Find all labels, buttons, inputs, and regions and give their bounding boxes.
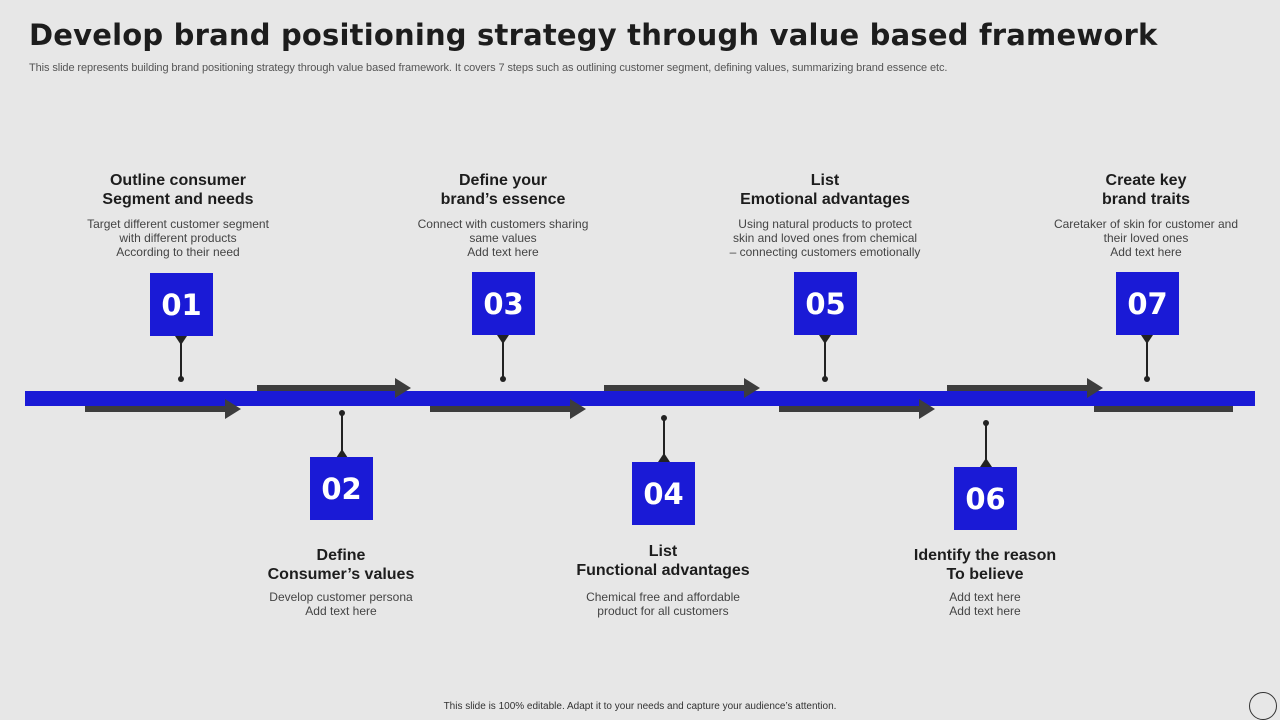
step-number-badge: 03 <box>472 272 535 335</box>
connector-pointer <box>658 453 670 462</box>
page-subtitle: This slide represents building brand pos… <box>29 62 948 74</box>
connector-line <box>341 413 343 452</box>
corner-circle-icon <box>1249 692 1277 720</box>
connector-pointer <box>336 449 348 458</box>
connector-line <box>502 339 504 378</box>
step-title: Define Consumer’s values <box>267 547 415 583</box>
flow-arrow <box>604 378 760 398</box>
step-description: Connect with customers sharing same valu… <box>417 217 589 259</box>
connector-line <box>180 340 182 378</box>
connector-pointer <box>980 458 992 467</box>
step-title: Define your brand’s essence <box>440 172 566 208</box>
step-description: Using natural products to protect skin a… <box>729 217 921 259</box>
flow-arrow <box>85 399 241 419</box>
page-title: Develop brand positioning strategy throu… <box>29 18 1158 52</box>
step-description: Target different customer segment with d… <box>87 217 269 259</box>
connector-dot <box>500 376 506 382</box>
step-description: Caretaker of skin for customer and their… <box>1053 217 1239 259</box>
step-description: Develop customer persona Add text here <box>269 590 413 618</box>
connector-line <box>824 339 826 378</box>
connector-line <box>1146 339 1148 378</box>
step-title: List Functional advantages <box>576 543 750 579</box>
step-number-badge: 02 <box>310 457 373 520</box>
step-title: List Emotional advantages <box>740 172 910 208</box>
step-description: Chemical free and affordable product for… <box>586 590 740 618</box>
step-number-badge: 04 <box>632 462 695 525</box>
flow-bar-end <box>1094 406 1233 412</box>
connector-dot <box>178 376 184 382</box>
connector-dot <box>822 376 828 382</box>
flow-arrow <box>947 378 1103 398</box>
connector-dot <box>1144 376 1150 382</box>
step-number-badge: 05 <box>794 272 857 335</box>
timeline-bar <box>25 391 1255 406</box>
flow-arrow <box>430 399 586 419</box>
connector-line <box>663 418 665 457</box>
step-number-badge: 01 <box>150 273 213 336</box>
step-title: Identify the reason To believe <box>913 547 1057 583</box>
flow-arrow <box>257 378 411 398</box>
connector-line <box>985 423 987 462</box>
footer-note: This slide is 100% editable. Adapt it to… <box>443 701 837 712</box>
step-description: Add text here Add text here <box>949 590 1021 618</box>
step-number-badge: 07 <box>1116 272 1179 335</box>
flow-arrow <box>779 399 935 419</box>
step-title: Outline consumer Segment and needs <box>102 172 254 208</box>
step-number-badge: 06 <box>954 467 1017 530</box>
step-title: Create key brand traits <box>1101 172 1190 208</box>
